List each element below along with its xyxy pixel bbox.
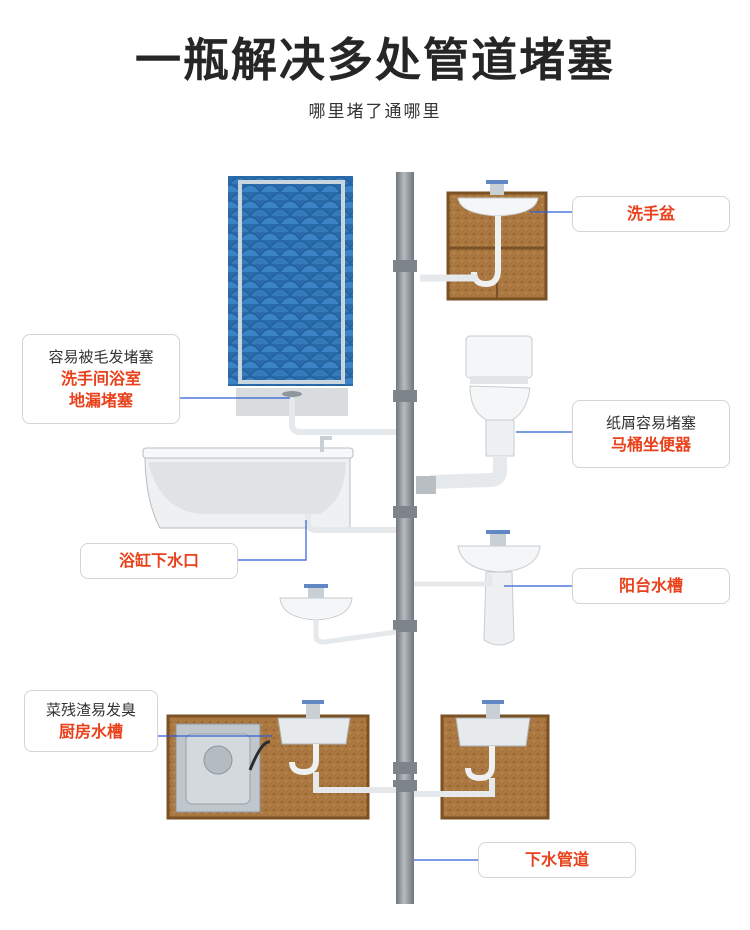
callout-label: 洗手间浴室 [60, 369, 141, 388]
kitchen-cabinet [166, 700, 396, 820]
main-standpipe [393, 172, 417, 904]
callout-label: 下水管道 [524, 850, 589, 869]
wall-basin [279, 584, 397, 645]
bathtub [142, 436, 396, 533]
callout-label: 浴缸下水口 [118, 551, 199, 570]
callout-toilet: 纸屑容易堵塞 马桶坐便器 [572, 400, 730, 468]
callout-drain: 下水管道 [478, 842, 636, 878]
shower-wall [228, 176, 353, 416]
callout-label: 阳台水槽 [618, 576, 683, 595]
leader-bathtub [238, 520, 307, 561]
page-title: 一瓶解决多处管道堵塞 [135, 33, 615, 87]
callout-label: 洗手盆 [626, 204, 675, 223]
callout-label: 马桶坐便器 [610, 435, 691, 454]
toilet [416, 335, 533, 494]
callout-kitchen: 菜残渣易发臭 厨房水槽 [24, 690, 158, 752]
shower-drain-pipe [289, 398, 396, 435]
kitchen-cabinet-right [414, 700, 550, 820]
callout-label: 厨房水槽 [58, 722, 123, 741]
callout-shower: 容易被毛发堵塞 洗手间浴室 地漏堵塞 [22, 334, 180, 424]
balcony-pedestal-sink [414, 530, 541, 646]
page-subtitle: 哪里堵了通哪里 [308, 102, 442, 122]
callout-bathtub: 浴缸下水口 [80, 543, 238, 579]
washbasin-cabinet [420, 180, 548, 301]
callout-balcony: 阳台水槽 [572, 568, 730, 604]
callout-note: 纸屑容易堵塞 [605, 414, 696, 432]
callout-washbasin: 洗手盆 [572, 196, 730, 232]
callout-note: 菜残渣易发臭 [45, 701, 136, 719]
leader-lines [158, 211, 572, 861]
callout-label: 地漏堵塞 [68, 391, 133, 410]
callout-note: 容易被毛发堵塞 [48, 348, 154, 366]
